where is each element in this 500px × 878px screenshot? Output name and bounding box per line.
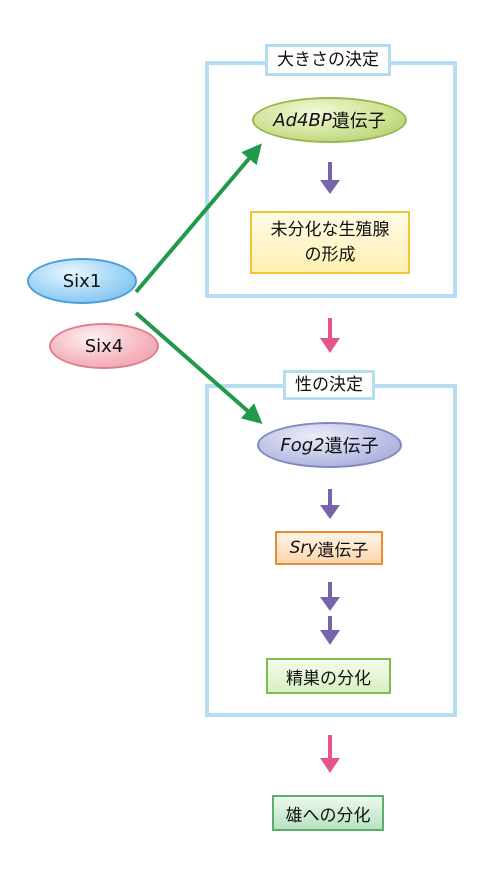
ad4bp-gene-name: Ad4BP [273, 109, 332, 131]
sex-determination-title: 性の決定 [283, 370, 375, 400]
sry-gene-suffix: 遺伝子 [317, 540, 369, 561]
six1-node: Six1 [27, 258, 137, 304]
fog2-gene-name: Fog2 [280, 434, 325, 456]
sry-gene-name: Sry [289, 538, 318, 558]
testis-differentiation-box: 精巣の分化 [266, 658, 391, 694]
fog2-gene-suffix: 遺伝子 [324, 436, 379, 457]
six4-node: Six4 [49, 323, 159, 369]
ad4bp-gene-suffix: 遺伝子 [331, 111, 386, 132]
undifferentiated-gonad-line1: 未分化な生殖腺 [270, 219, 390, 240]
undifferentiated-gonad-box: 未分化な生殖腺 の形成 [250, 211, 410, 274]
pink-arrow-size-to-sex [320, 318, 340, 353]
undifferentiated-gonad-line2: の形成 [304, 244, 356, 265]
pink-arrow-to-male [320, 735, 340, 773]
male-differentiation-box: 雄への分化 [272, 795, 384, 831]
size-determination-title: 大きさの決定 [265, 44, 391, 76]
